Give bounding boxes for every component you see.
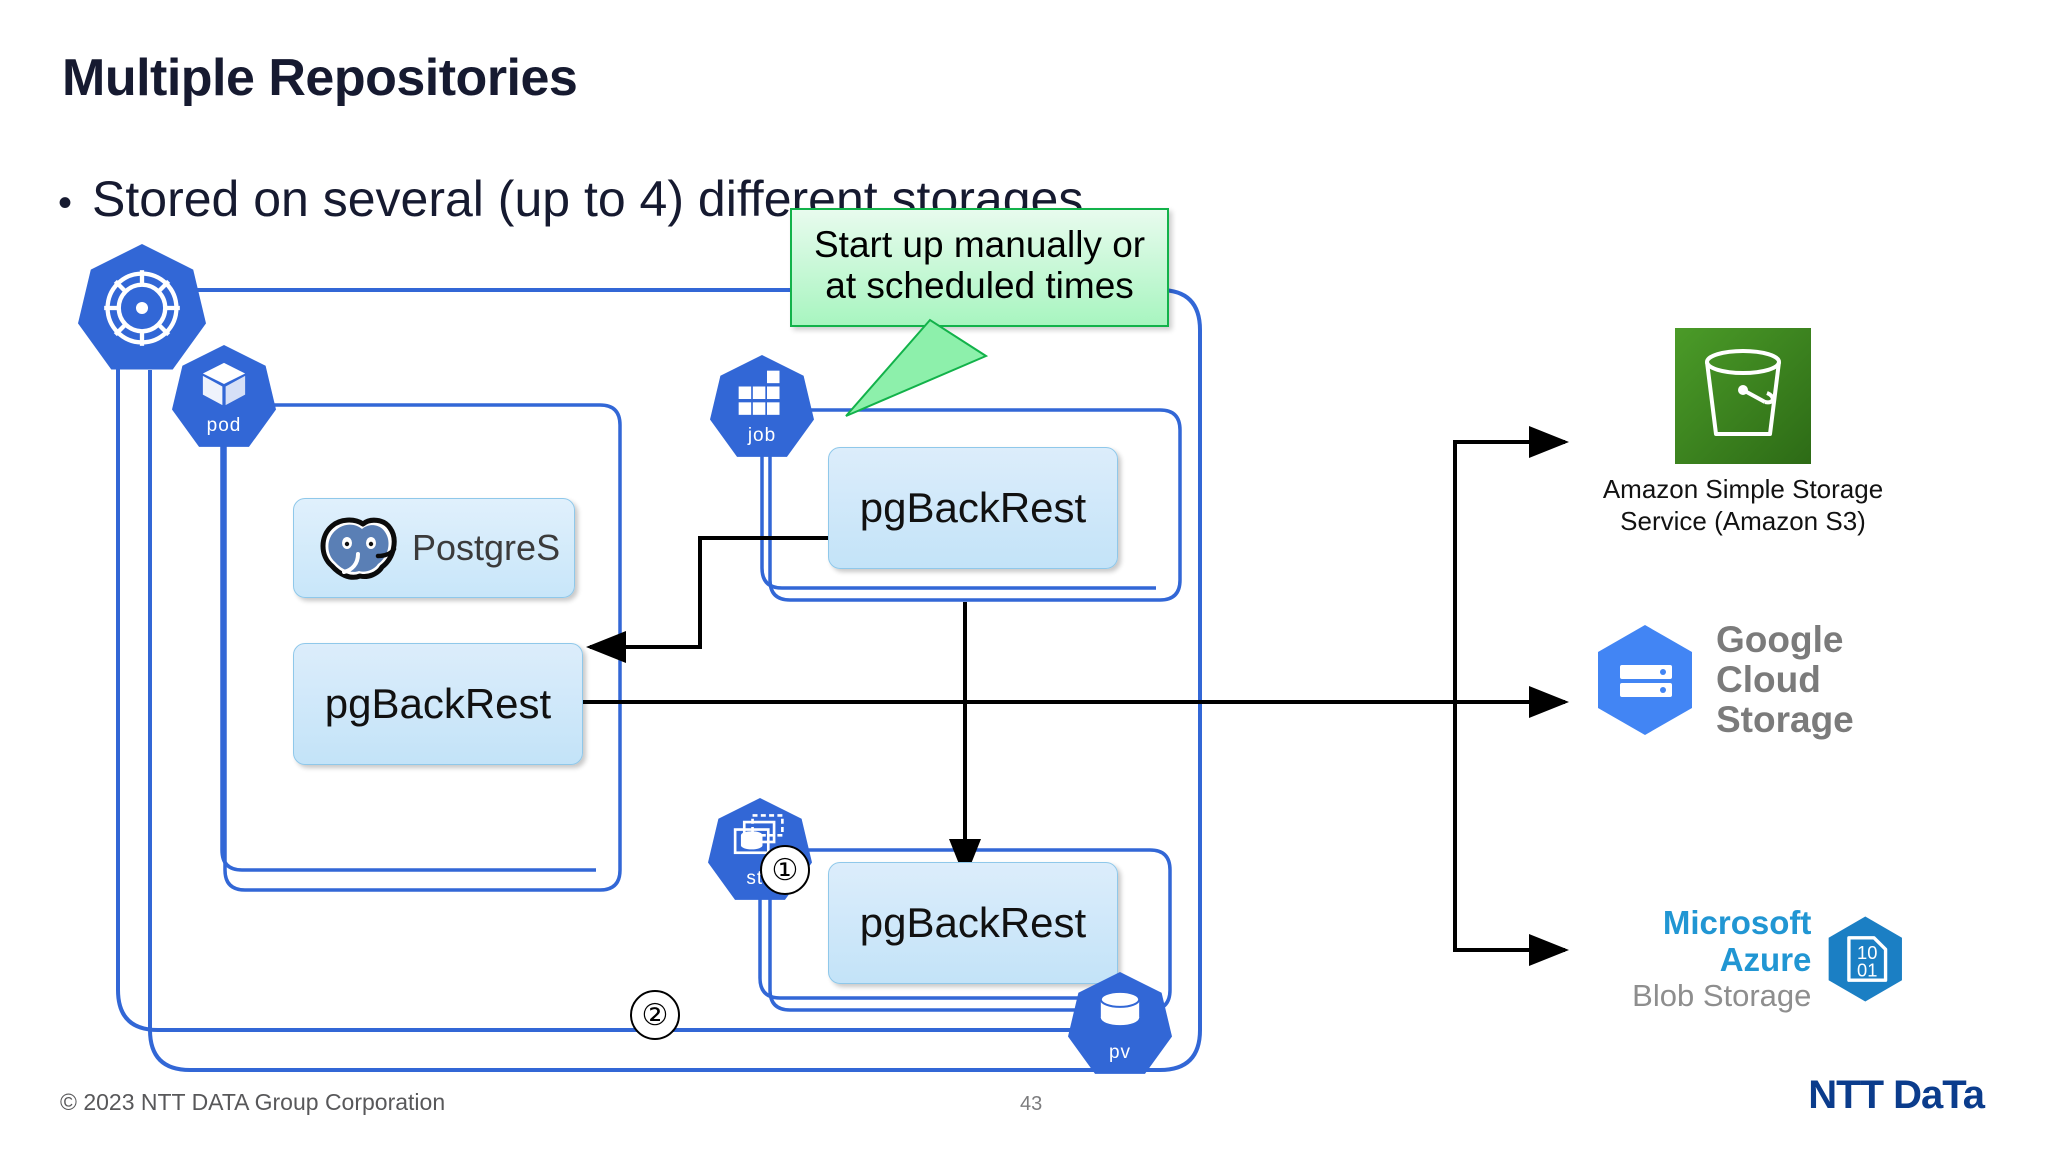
azure-binary-bottom: 01 bbox=[1857, 960, 1877, 981]
pgbackrest-box-job: pgBackRest bbox=[828, 447, 1118, 569]
callout-line-2: at scheduled times bbox=[825, 265, 1134, 307]
storage-google-cloud: Google Cloud Storage bbox=[1590, 620, 1920, 740]
postgres-elephant-icon bbox=[320, 517, 397, 580]
bullet-marker: • bbox=[58, 181, 73, 225]
helm-wheel-icon bbox=[104, 270, 180, 346]
cube-icon bbox=[172, 359, 276, 409]
s3-tile bbox=[1675, 328, 1811, 464]
postgresql-logo-box: PostgreSQL bbox=[293, 498, 575, 598]
k8s-badge-pv-label: pv bbox=[1108, 1042, 1132, 1063]
sts-stack-glyph bbox=[733, 814, 784, 855]
callout-line-1: Start up manually or bbox=[814, 224, 1146, 265]
k8s-badge-pod: pod bbox=[172, 345, 276, 449]
s3-bucket-icon bbox=[1705, 349, 1781, 436]
architecture-diagram: pod job bbox=[0, 208, 2048, 1100]
step-marker-2: ② bbox=[630, 990, 680, 1040]
job-grid-glyph bbox=[738, 370, 780, 415]
step-marker-1: ① bbox=[760, 845, 810, 895]
pgbackrest-box-pod: pgBackRest bbox=[293, 643, 583, 765]
postgresql-logo-icon: PostgreSQL bbox=[320, 517, 560, 580]
footer-page-number: 43 bbox=[1020, 1093, 1043, 1115]
gcs-line-2: Cloud bbox=[1716, 658, 1821, 700]
ntt-data-logo: NTT DaTa bbox=[1808, 1073, 1985, 1117]
gcs-hexagon-icon bbox=[1598, 624, 1692, 735]
s3-caption-line-1: Amazon Simple Storage bbox=[1602, 474, 1884, 504]
cube-glyph bbox=[202, 362, 246, 406]
k8s-badge-pod-label: pod bbox=[206, 415, 242, 436]
kubernetes-logo bbox=[78, 262, 206, 354]
gcs-line-3: Storage bbox=[1716, 698, 1854, 740]
storage-amazon-s3: Amazon Simple Storage Service (Amazon S3… bbox=[1578, 328, 1908, 537]
pgbackrest-pod-label: pgBackRest bbox=[324, 680, 552, 727]
gcs-wordmark: Google Cloud Storage bbox=[1716, 620, 1854, 740]
storage-azure-blob: Microsoft Azure Blob Storage 10 01 bbox=[1572, 904, 1912, 1014]
diagram-connectors bbox=[116, 288, 1569, 1072]
start-up-callout: Start up manually or at scheduled times bbox=[790, 208, 1170, 417]
azure-line-2: Blob Storage bbox=[1632, 977, 1812, 1013]
grid-squares-icon bbox=[710, 369, 814, 419]
azure-line-1: Microsoft Azure bbox=[1662, 904, 1812, 978]
gcs-line-1: Google bbox=[1716, 619, 1844, 660]
azure-binary-top: 10 bbox=[1857, 942, 1877, 963]
database-cylinder-icon bbox=[1068, 986, 1172, 1036]
s3-caption-line-2: Service (Amazon S3) bbox=[1620, 505, 1866, 536]
statefulset-icon bbox=[708, 812, 812, 862]
pv-cylinder-glyph bbox=[1099, 990, 1141, 1026]
postgresql-wordmark: PostgreSQL bbox=[412, 527, 560, 568]
s3-caption: Amazon Simple Storage Service (Amazon S3… bbox=[1578, 474, 1908, 537]
k8s-badge-job: job bbox=[710, 355, 814, 459]
page-title: Multiple Repositories bbox=[62, 49, 578, 107]
pgbackrest-sts-label: pgBackRest bbox=[859, 899, 1087, 946]
pgbackrest-job-label: pgBackRest bbox=[859, 484, 1087, 531]
gcs-row: Google Cloud Storage bbox=[1590, 620, 1920, 740]
callout-tail bbox=[845, 318, 989, 417]
k8s-badge-job-label: job bbox=[747, 425, 777, 446]
pgbackrest-box-sts: pgBackRest bbox=[828, 862, 1118, 984]
azure-blob-hexagon-icon: 10 01 bbox=[1829, 916, 1903, 1002]
footer-copyright: © 2023 NTT DATA Group Corporation bbox=[60, 1089, 446, 1115]
callout-body: Start up manually or at scheduled times bbox=[790, 208, 1170, 327]
azure-row: Microsoft Azure Blob Storage 10 01 bbox=[1572, 904, 1912, 1014]
k8s-badge-pv: pv bbox=[1068, 972, 1172, 1076]
azure-wordmark: Microsoft Azure Blob Storage bbox=[1572, 904, 1812, 1014]
kubernetes-cluster-badge bbox=[78, 244, 206, 372]
